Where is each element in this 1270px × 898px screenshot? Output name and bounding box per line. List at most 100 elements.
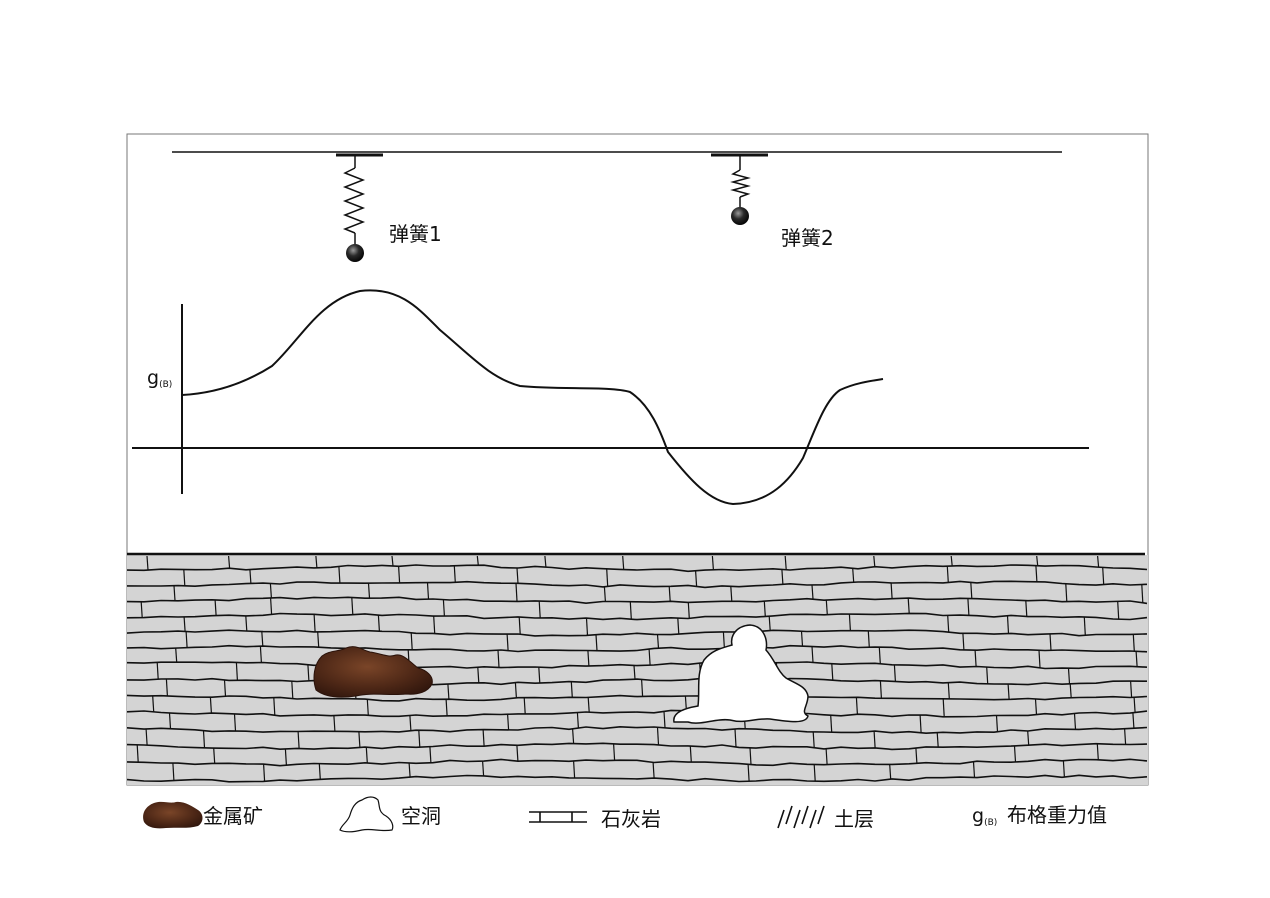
joint-line	[763, 601, 766, 617]
joint-line	[668, 586, 671, 602]
joint-line	[813, 764, 816, 782]
joint-line	[974, 650, 977, 667]
joint-line	[1132, 634, 1135, 652]
joint-line	[426, 582, 430, 600]
joint-line	[942, 698, 945, 717]
legend-ore: 金属矿	[143, 801, 263, 829]
soil-hatch-icon	[777, 805, 825, 829]
joint-line	[476, 555, 479, 566]
joint-line	[811, 584, 814, 600]
joint-line	[995, 715, 999, 732]
spring-1	[336, 153, 383, 262]
joint-line	[652, 762, 655, 779]
joint-line	[1067, 668, 1071, 684]
joint-line	[950, 555, 953, 567]
joint-line	[291, 681, 294, 699]
joint-line	[307, 664, 310, 681]
joint-line	[183, 569, 186, 586]
joint-line	[156, 662, 159, 680]
joint-line	[781, 569, 784, 585]
joint-line	[848, 614, 851, 631]
joint-line	[202, 730, 206, 748]
joint-line	[140, 601, 143, 618]
joint-line	[919, 714, 922, 733]
joint-line	[768, 616, 771, 631]
joint-line	[429, 746, 432, 763]
joint-line	[263, 764, 266, 782]
joint-line	[273, 697, 276, 716]
joint-line	[482, 761, 485, 776]
joint-line	[830, 715, 833, 733]
joint-line	[391, 555, 394, 566]
joint-line	[516, 745, 519, 762]
joint-line	[477, 667, 480, 683]
joint-line	[259, 646, 262, 663]
legend-soil: 土层	[777, 805, 874, 831]
joint-line	[1130, 681, 1133, 698]
metal-ore-body	[313, 646, 433, 698]
joint-line	[213, 748, 216, 764]
joint-line	[235, 662, 238, 681]
joint-line	[1102, 567, 1105, 585]
joint-line	[812, 731, 815, 748]
joint-line	[656, 634, 660, 649]
joint-line	[1135, 651, 1138, 667]
joint-line	[663, 711, 666, 728]
joint-line	[603, 586, 606, 602]
joint-line	[656, 727, 660, 745]
joint-line	[890, 582, 893, 599]
joint-line	[270, 597, 273, 615]
joint-line	[497, 650, 500, 668]
joint-line	[185, 631, 188, 648]
joint-line	[873, 731, 876, 748]
joint-line	[409, 715, 412, 731]
joint-line	[878, 647, 881, 664]
joint-line	[613, 743, 616, 761]
bedding-line	[127, 580, 1148, 589]
bedding-line	[127, 758, 1148, 767]
legend-cavity-label: 空洞	[401, 804, 441, 828]
weight-ball-2	[731, 207, 749, 225]
joint-line	[962, 633, 965, 650]
joint-line	[633, 665, 636, 680]
joint-line	[538, 600, 541, 619]
limestone-symbol-icon	[529, 811, 587, 823]
joint-line	[1049, 633, 1052, 651]
joint-line	[358, 731, 361, 748]
coil-spring-icon	[730, 169, 751, 198]
spring-2	[711, 153, 768, 225]
bedding-line	[127, 596, 1148, 605]
joint-line	[967, 598, 970, 616]
spring-1-label: 弹簧1	[389, 222, 442, 246]
joint-line	[1065, 583, 1068, 602]
bedding-line	[127, 629, 1148, 637]
spring-2-label: 弹簧2	[781, 226, 834, 250]
bedding-line	[127, 661, 1148, 670]
joint-line	[573, 760, 576, 778]
joint-line	[233, 713, 237, 732]
joint-line	[1124, 728, 1127, 745]
joint-line	[214, 599, 217, 616]
joint-line	[1096, 743, 1099, 760]
joint-line	[538, 667, 541, 684]
joint-line	[641, 679, 644, 697]
joint-line	[165, 678, 168, 696]
joint-line	[970, 582, 973, 599]
bedding-line	[127, 709, 1148, 718]
legend-cavity: 空洞	[339, 796, 441, 833]
joint-line	[747, 764, 750, 782]
joint-line	[587, 697, 590, 713]
joint-line	[145, 728, 148, 746]
joint-line	[351, 597, 354, 615]
joint-line	[907, 598, 910, 614]
joint-line	[1006, 615, 1010, 634]
bouguer-gravity-curve	[181, 289, 884, 506]
joint-line	[284, 748, 287, 766]
joint-line	[734, 728, 737, 747]
joint-line	[1013, 745, 1017, 763]
joint-line	[447, 683, 450, 700]
joint-line	[1069, 683, 1072, 698]
joint-line	[1038, 650, 1041, 668]
bedding-line	[127, 693, 1148, 702]
joint-line	[1097, 555, 1100, 568]
